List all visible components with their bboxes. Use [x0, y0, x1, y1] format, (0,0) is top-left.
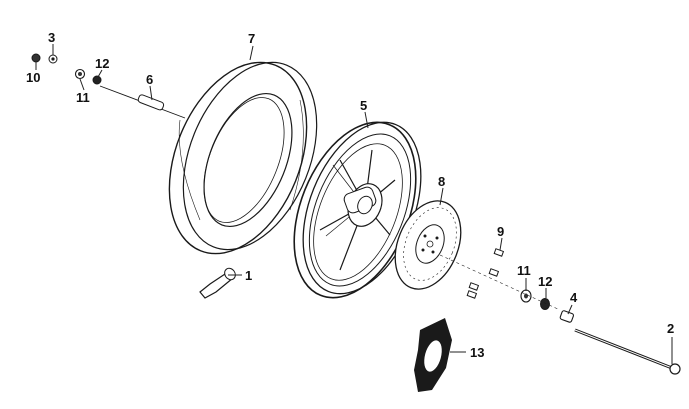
callout-12-right: 12 [538, 274, 552, 289]
callout-9: 9 [497, 224, 504, 239]
callout-10: 10 [26, 70, 40, 85]
seal-12-right [540, 298, 550, 310]
callout-5: 5 [360, 98, 367, 113]
callout-13: 13 [470, 345, 484, 360]
callout-11-left: 11 [76, 90, 90, 105]
callout-6: 6 [146, 72, 153, 87]
sprocket-plate [414, 318, 452, 392]
bearing-11-left [74, 68, 86, 80]
callout-4: 4 [570, 290, 578, 305]
callout-11-right: 11 [517, 263, 531, 278]
washer-3 [48, 54, 58, 64]
axle-nut-10 [31, 53, 41, 63]
assembly-axis-line [439, 254, 561, 311]
tire-valve [199, 267, 236, 299]
brake-disc [394, 200, 462, 290]
wheel-rim [293, 121, 422, 299]
collar-4 [559, 310, 574, 323]
seal-12-left [92, 75, 102, 85]
spacer [99, 85, 186, 119]
callout-7: 7 [248, 31, 255, 46]
callout-12-left: 12 [95, 56, 109, 71]
callout-1: 1 [245, 268, 252, 283]
tire [168, 61, 318, 255]
callout-3: 3 [48, 30, 55, 45]
disc-bolts [466, 248, 505, 299]
callout-2: 2 [667, 321, 674, 336]
leader-lines [35, 44, 673, 364]
callout-8: 8 [438, 174, 445, 189]
axle [574, 328, 681, 375]
